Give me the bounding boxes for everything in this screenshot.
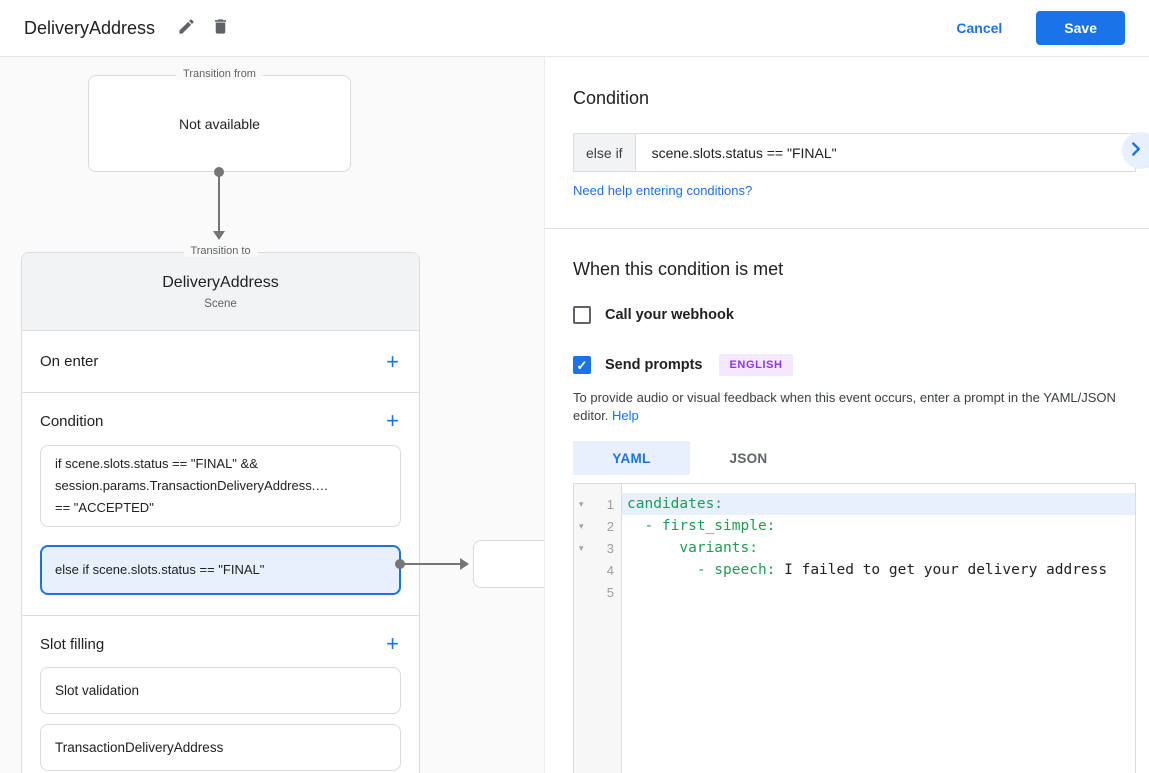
top-bar: DeliveryAddress Cancel Save (0, 0, 1149, 57)
connector-line (218, 175, 220, 231)
transition-from-box[interactable]: Transition from Not available (88, 68, 351, 172)
trash-icon (211, 17, 230, 39)
add-slot-button[interactable]: + (386, 631, 399, 656)
conditions-help-link[interactable]: Need help entering conditions? (573, 183, 753, 198)
cancel-button[interactable]: Cancel (940, 12, 1018, 44)
divider (545, 228, 1149, 229)
add-on-enter-button[interactable]: + (386, 348, 399, 374)
save-button[interactable]: Save (1036, 11, 1125, 45)
transition-from-content: Not available (179, 115, 260, 132)
condition-met-title: When this condition is met (573, 259, 784, 279)
pencil-icon (177, 17, 196, 39)
call-webhook-row: Call your webhook (573, 306, 1149, 324)
editor-gutter: ▾ 1 ▾ 2 ▾ 3 4 5 (574, 484, 622, 773)
scene-card-title: DeliveryAddress (162, 274, 279, 291)
slot-filling-label: Slot filling (40, 635, 105, 653)
transition-to-label: Transition to (183, 245, 258, 257)
code-line[interactable]: candidates: (622, 493, 1135, 515)
prompts-description-text: To provide audio or visual feedback when… (573, 390, 1116, 423)
tab-yaml[interactable]: YAML (573, 441, 690, 475)
panel-title: Condition (573, 88, 650, 108)
condition-expression-input[interactable]: scene.slots.status == "FINAL" (651, 144, 837, 161)
condition-section: Condition + if scene.slots.status == "FI… (22, 393, 419, 616)
arrow-down-icon (213, 231, 225, 240)
condition-detail-panel: Condition else if scene.slots.status == … (545, 57, 1149, 773)
condition-item-if[interactable]: if scene.slots.status == "FINAL" && sess… (40, 445, 401, 527)
line-number: 3 (606, 540, 614, 556)
send-prompts-row: ✓ Send prompts ENGLISH (573, 354, 1149, 376)
scene-card: Transition to DeliveryAddress Scene On e… (21, 245, 420, 773)
tab-json[interactable]: JSON (690, 441, 807, 475)
slot-item-validation[interactable]: Slot validation (40, 667, 401, 714)
condition-section-label: Condition (40, 412, 104, 430)
collapse-panel-button[interactable] (1122, 132, 1149, 169)
connector-dot (395, 559, 405, 569)
edit-scene-button[interactable] (169, 11, 203, 45)
yaml-code-editor[interactable]: ▾ 1 ▾ 2 ▾ 3 4 5 candidates: - first_simple:… (573, 483, 1136, 773)
condition-prefix-label: else if (574, 134, 636, 171)
on-enter-section: On enter + (22, 331, 419, 393)
editor-tabs: YAML JSON (573, 441, 1149, 475)
connector-dot (214, 167, 224, 177)
fold-toggle-icon[interactable]: ▾ (579, 498, 584, 509)
transition-target-box[interactable] (473, 540, 544, 588)
send-prompts-checkbox[interactable]: ✓ (573, 356, 591, 374)
line-number: 5 (606, 584, 614, 600)
on-enter-label: On enter (40, 353, 99, 370)
call-webhook-label: Call your webhook (605, 307, 734, 323)
call-webhook-checkbox[interactable] (573, 306, 591, 324)
delete-scene-button[interactable] (203, 11, 237, 45)
editor-code-area[interactable]: candidates: - first_simple: variants: - … (622, 484, 1135, 773)
line-number: 1 (606, 496, 614, 512)
condition-expression-row: else if scene.slots.status == "FINAL" (573, 133, 1136, 172)
scene-card-header[interactable]: DeliveryAddress Scene (22, 253, 419, 331)
code-line[interactable]: variants: (627, 540, 758, 556)
transition-from-label: Transition from (176, 68, 263, 80)
code-line[interactable] (622, 581, 1135, 603)
arrow-right-icon (460, 558, 469, 570)
add-condition-button[interactable]: + (386, 408, 399, 433)
slot-item-transaction-delivery-address[interactable]: TransactionDeliveryAddress (40, 724, 401, 771)
page-title: DeliveryAddress (24, 17, 156, 38)
condition-item-elseif-selected[interactable]: else if scene.slots.status == "FINAL" (40, 545, 401, 595)
scene-card-subtitle: Scene (204, 298, 237, 310)
fold-toggle-icon[interactable]: ▾ (579, 520, 584, 531)
slot-filling-section: Slot filling + Slot validation Transacti… (22, 616, 419, 771)
prompts-help-link[interactable]: Help (612, 407, 639, 423)
connector-line (403, 563, 460, 565)
prompts-description: To provide audio or visual feedback when… (573, 389, 1135, 424)
code-line[interactable]: - speech: I failed to get your delivery … (627, 562, 1108, 578)
fold-toggle-icon[interactable]: ▾ (579, 542, 584, 553)
language-badge: ENGLISH (719, 354, 793, 376)
line-number: 2 (606, 518, 614, 534)
code-line[interactable]: - first_simple: (627, 518, 776, 534)
chevron-right-icon (1125, 138, 1147, 163)
line-number: 4 (606, 562, 614, 578)
flow-canvas: Transition from Not available Transition… (0, 57, 545, 773)
send-prompts-label: Send prompts (605, 357, 703, 373)
